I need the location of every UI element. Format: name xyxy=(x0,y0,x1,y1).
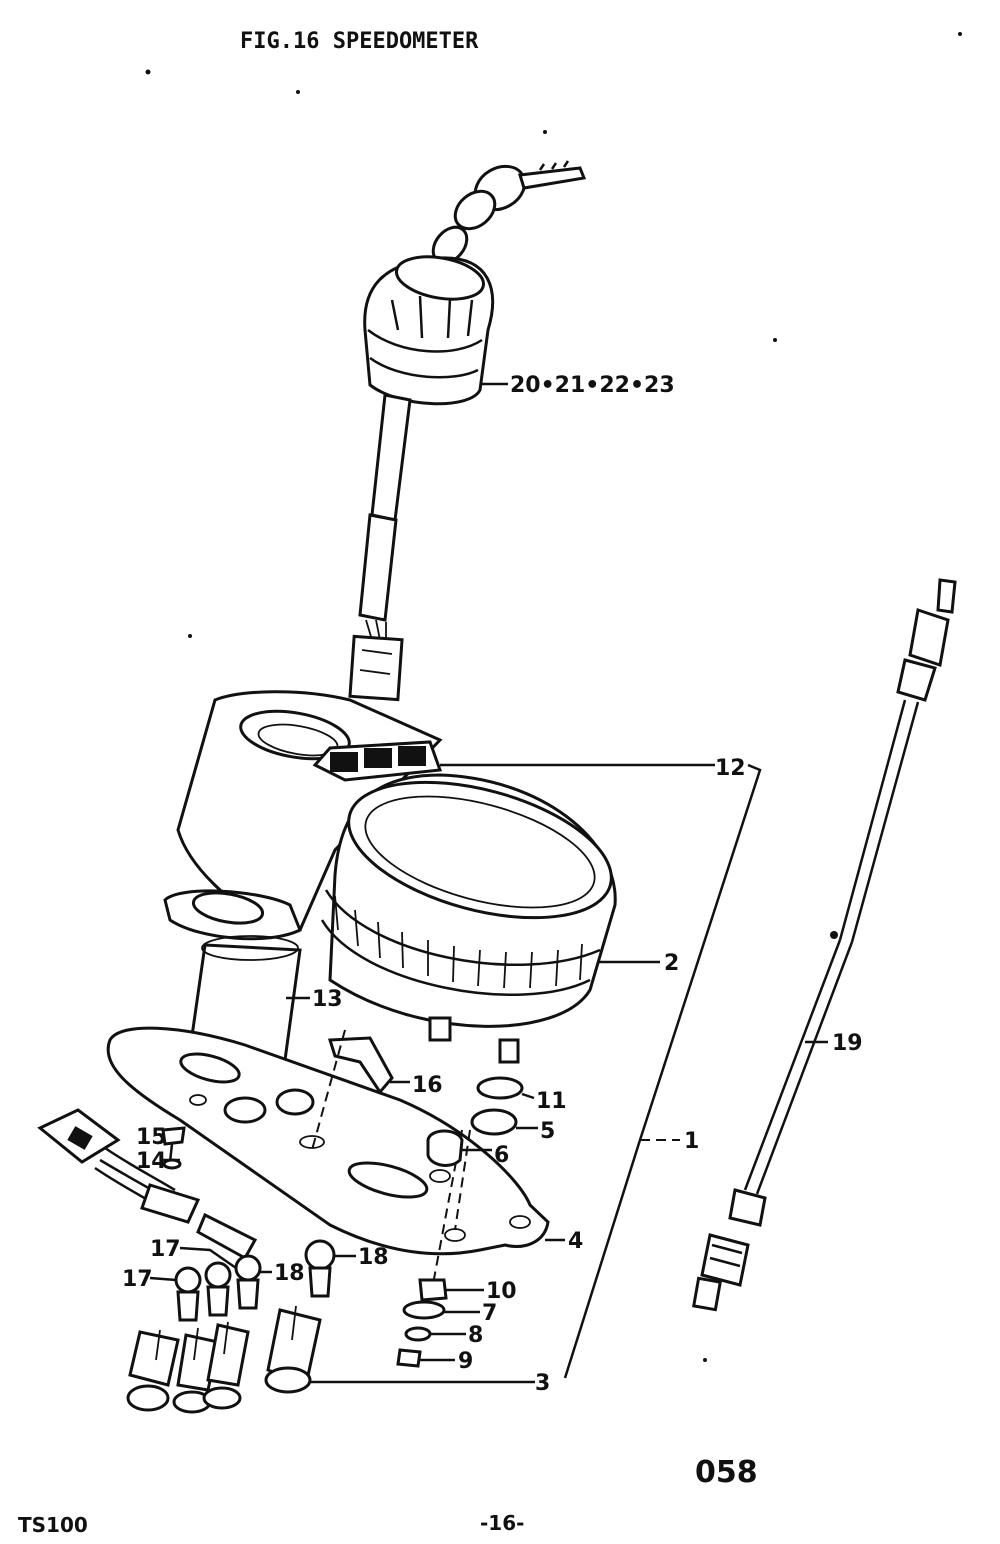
washer-11 xyxy=(476,1076,524,1100)
meter-spacer-cup xyxy=(163,889,302,1062)
screw-15 xyxy=(161,1126,186,1146)
callout-13: 13 xyxy=(312,987,343,1012)
callout-16: 16 xyxy=(412,1073,443,1098)
callout-4: 4 xyxy=(568,1229,583,1254)
callout-18-right: 18 xyxy=(358,1245,389,1270)
grommet-5 xyxy=(470,1108,518,1136)
callout-5: 5 xyxy=(540,1119,555,1144)
ignition-switch-assembly xyxy=(348,160,587,702)
callout-1: 1 xyxy=(684,1129,699,1154)
spacer-10 xyxy=(418,1278,448,1302)
switch-cable xyxy=(348,393,412,702)
callout-7: 7 xyxy=(482,1301,497,1326)
callout-6: 6 xyxy=(494,1143,509,1168)
model-name: TS100 xyxy=(18,1513,88,1537)
bulbs-and-sockets xyxy=(126,1239,336,1414)
callout-10: 10 xyxy=(486,1279,517,1304)
callout-12: 12 xyxy=(715,756,746,781)
callout-9: 9 xyxy=(458,1349,473,1374)
switch-body xyxy=(363,255,495,406)
speedometer-housing xyxy=(176,690,617,1064)
callout-17-upper: 17 xyxy=(150,1237,181,1262)
washer-7 xyxy=(402,1300,446,1320)
callout-11: 11 xyxy=(536,1089,567,1114)
callout-19: 19 xyxy=(832,1031,863,1056)
ignition-keys xyxy=(431,160,587,265)
page-number: -16- xyxy=(480,1511,524,1535)
callout-18-left: 18 xyxy=(274,1261,305,1286)
callout-20-23: 20•21•22•23 xyxy=(510,373,675,398)
cushion-6 xyxy=(426,1129,464,1167)
fasteners xyxy=(396,1076,524,1368)
meter-bracket xyxy=(106,1026,550,1256)
bracket-plate xyxy=(327,1036,394,1095)
callout-2: 2 xyxy=(664,951,679,976)
callout-14: 14 xyxy=(136,1149,167,1174)
nut-9 xyxy=(396,1348,422,1368)
spring-washer-8 xyxy=(404,1326,432,1342)
figure-title: FIG.16 SPEEDOMETER xyxy=(240,29,479,54)
callout-17-lower: 17 xyxy=(122,1267,153,1292)
wiring-harness xyxy=(37,1108,258,1261)
reference-code: 058 xyxy=(695,1455,758,1490)
callout-8: 8 xyxy=(468,1323,483,1348)
speedometer-cable xyxy=(691,578,957,1312)
callout-3: 3 xyxy=(535,1371,550,1396)
callout-15: 15 xyxy=(136,1125,167,1150)
